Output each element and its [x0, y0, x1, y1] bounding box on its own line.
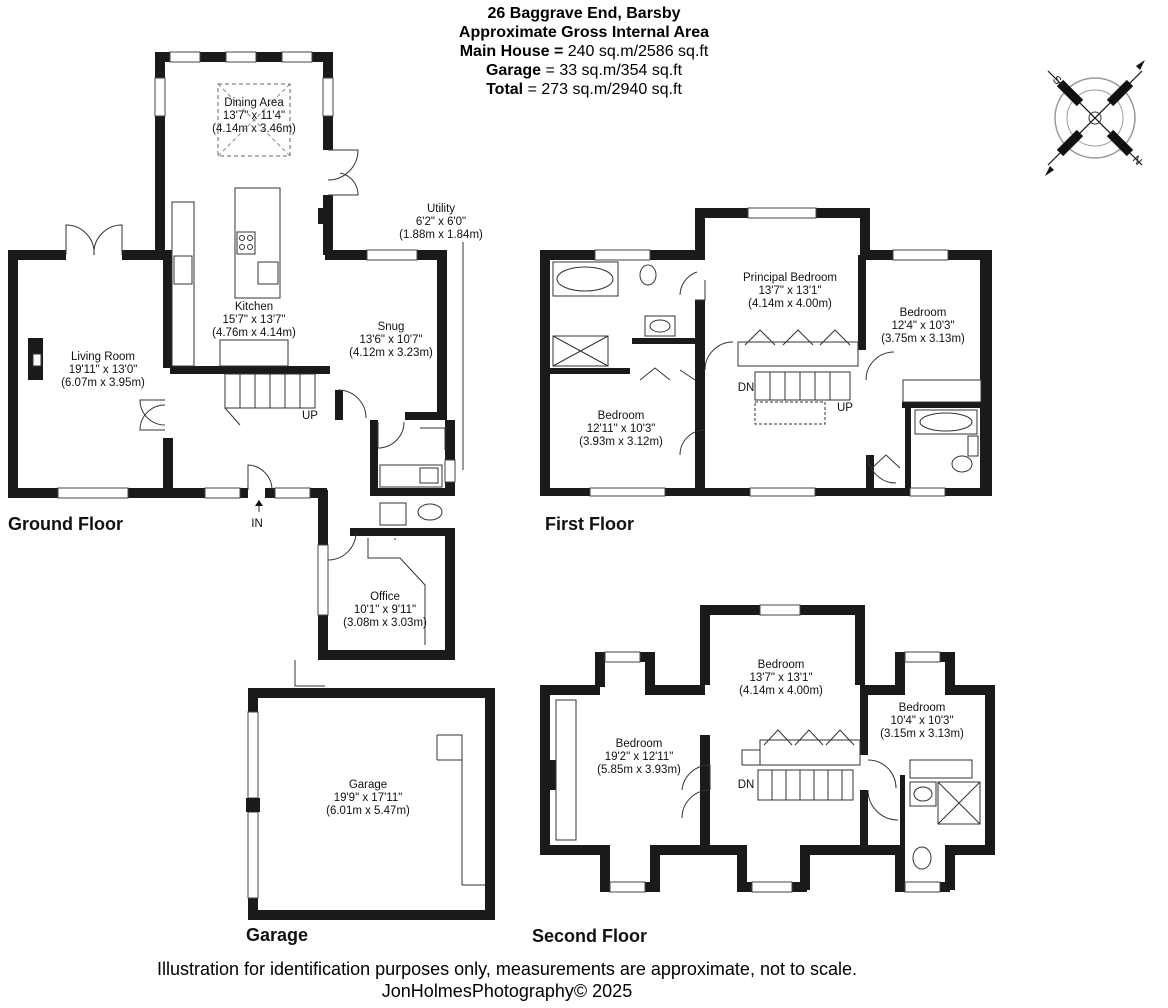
- first-bedroom-left-name: Bedroom: [598, 410, 645, 422]
- second-floor-plan: [540, 604, 995, 893]
- ground-floor-labels: Dining Area 13'7" x 11'4" (4.14m x 3.46m…: [61, 97, 483, 629]
- dining-area-metric: (4.14m x 3.46m): [212, 123, 296, 135]
- main-house-area: Main House = 240 sq.m/2586 sq.ft: [0, 42, 1168, 61]
- second-bedroom-center-name: Bedroom: [758, 659, 805, 671]
- principal-bedroom-metric: (4.14m x 4.00m): [748, 298, 832, 310]
- total-area: Total = 273 sq.m/2940 sq.ft: [0, 80, 1168, 99]
- second-bedroom-center-dims: 13'7" x 13'1": [749, 672, 812, 684]
- compass-rose: S N: [1045, 60, 1145, 176]
- office-dims: 10'1" x 9'11": [354, 604, 416, 616]
- living-room-dims: 19'11" x 13'0": [69, 364, 138, 376]
- credit-text: JonHolmesPhotography© 2025: [381, 981, 633, 1001]
- garage-area: Garage = 33 sq.m/354 sq.ft: [0, 61, 1168, 80]
- main-house-value: 240 sq.m/2586 sq.ft: [567, 43, 709, 60]
- living-room-metric: (6.07m x 3.95m): [61, 377, 145, 389]
- second-bedroom-right-dims: 10'4" x 10'3": [890, 715, 953, 727]
- garage-title: Garage: [246, 925, 308, 945]
- second-floor-labels: Bedroom 13'7" x 13'1" (4.14m x 4.00m) Be…: [597, 659, 964, 791]
- utility-name: Utility: [427, 203, 455, 215]
- total-area-label: Total: [486, 81, 524, 98]
- snug-dims: 13'6" x 10'7": [359, 334, 422, 346]
- snug-metric: (4.12m x 3.23m): [349, 347, 433, 359]
- ground-stairs-up: UP: [302, 410, 318, 422]
- second-bedroom-left-name: Bedroom: [616, 738, 663, 750]
- second-stairs-down: DN: [738, 779, 755, 791]
- first-floor-title: First Floor: [545, 514, 634, 534]
- first-bedroom-right-dims: 12'4" x 10'3": [891, 320, 954, 332]
- principal-bedroom-name: Principal Bedroom: [743, 272, 837, 284]
- dining-area-dims: 13'7" x 11'4": [223, 110, 285, 122]
- garage-dims: 19'9" x 17'11": [334, 792, 403, 804]
- utility-dims: 6'2" x 6'0": [416, 216, 466, 228]
- first-floor-plan: [540, 207, 992, 497]
- second-floor-title: Second Floor: [532, 926, 647, 946]
- garage-metric: (6.01m x 5.47m): [326, 805, 410, 817]
- first-floor-labels: Principal Bedroom 13'7" x 13'1" (4.14m x…: [579, 272, 965, 448]
- kitchen-name: Kitchen: [235, 301, 273, 313]
- principal-bedroom-dims: 13'7" x 13'1": [758, 285, 821, 297]
- property-address: 26 Baggrave End, Barsby: [487, 5, 681, 22]
- garage-plan: [246, 688, 495, 920]
- second-bedroom-center-metric: (4.14m x 4.00m): [739, 685, 823, 697]
- first-bedroom-left-metric: (3.93m x 3.12m): [579, 436, 663, 448]
- first-bedroom-right-name: Bedroom: [900, 307, 947, 319]
- office-name: Office: [370, 591, 400, 603]
- second-bedroom-right-metric: (3.15m x 3.13m): [880, 728, 964, 740]
- disclaimer-text: Illustration for identification purposes…: [156, 959, 858, 979]
- snug-name: Snug: [378, 321, 405, 333]
- garage-name: Garage: [349, 779, 387, 791]
- first-stairs-down: DN: [738, 382, 755, 394]
- living-room-name: Living Room: [71, 351, 135, 363]
- dining-area-name: Dining Area: [224, 97, 284, 109]
- first-bedroom-right-metric: (3.75m x 3.13m): [881, 333, 965, 345]
- entrance-in: IN: [251, 518, 263, 530]
- first-stairs-up: UP: [837, 402, 853, 414]
- garage-area-value: = 33 sq.m/354 sq.ft: [541, 62, 683, 79]
- second-bedroom-left-dims: 19'2" x 12'11": [605, 751, 674, 763]
- second-bedroom-right-name: Bedroom: [899, 702, 946, 714]
- area-title: Approximate Gross Internal Area: [458, 24, 710, 41]
- first-bedroom-left-dims: 12'11" x 10'3": [587, 423, 656, 435]
- plan-header: 26 Baggrave End, Barsby Approximate Gros…: [0, 4, 1168, 99]
- utility-metric: (1.88m x 1.84m): [399, 229, 483, 241]
- total-area-value: = 273 sq.m/2940 sq.ft: [523, 81, 682, 98]
- main-house-label: Main House =: [459, 43, 568, 60]
- kitchen-metric: (4.76m x 4.14m): [212, 327, 296, 339]
- second-bedroom-left-metric: (5.85m x 3.93m): [597, 764, 681, 776]
- plan-footer: Illustration for identification purposes…: [0, 958, 1014, 1002]
- garage-labels: Garage 19'9" x 17'11" (6.01m x 5.47m): [326, 779, 410, 817]
- office-metric: (3.08m x 3.03m): [343, 617, 427, 629]
- ground-floor-title: Ground Floor: [8, 514, 123, 534]
- garage-area-label: Garage: [485, 62, 542, 79]
- kitchen-dims: 15'7" x 13'7": [222, 314, 285, 326]
- ground-floor-plan: [8, 51, 456, 687]
